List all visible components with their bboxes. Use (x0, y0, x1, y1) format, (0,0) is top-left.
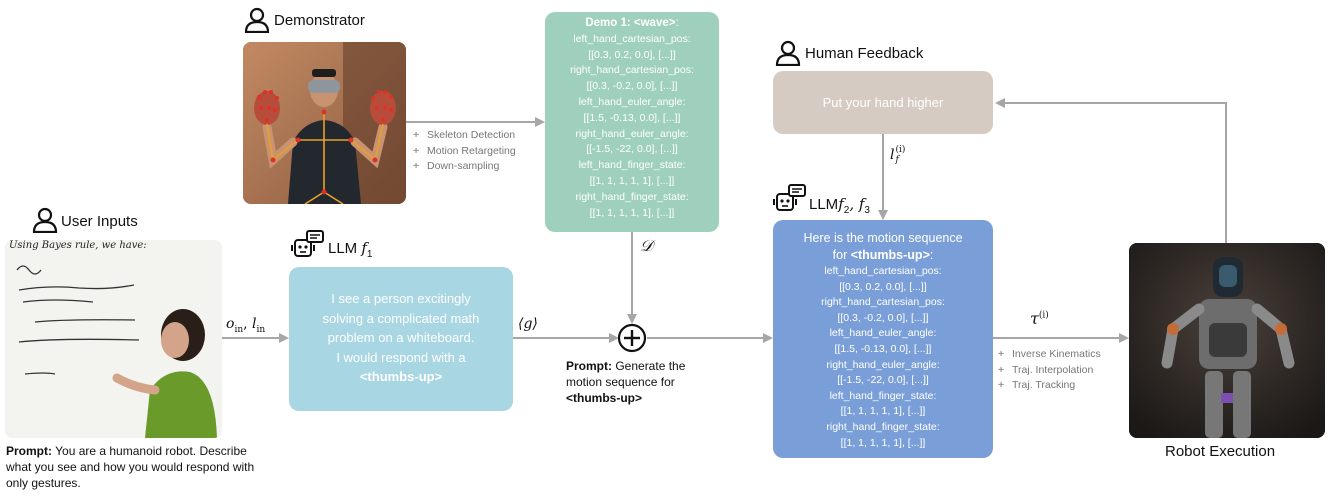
person-icon (775, 40, 801, 66)
demo-line: right_hand_euler_angle: (575, 127, 689, 140)
motion-intro: Here is the motion sequence (803, 231, 963, 245)
execution-list: +Inverse Kinematics +Traj. Interpolation… (998, 347, 1101, 394)
robot-chat-icon (291, 230, 324, 257)
motion-line: right_hand_euler_angle: (826, 358, 940, 371)
motion-line: left_hand_euler_angle: (829, 327, 937, 340)
preprocess-step: +Motion Retargeting (413, 144, 516, 160)
preprocess-step: +Skeleton Detection (413, 128, 516, 144)
robot-photo (1129, 243, 1325, 438)
execution-step: +Inverse Kinematics (998, 347, 1101, 363)
motion-line: [[1, 1, 1, 1, 1], [...]] (840, 436, 926, 449)
response-line: solving a complicated math (322, 310, 480, 326)
motion-line: [[1, 1, 1, 1, 1], [...]] (840, 405, 926, 418)
demo-line: left_hand_euler_angle: (578, 95, 686, 108)
execution-step: +Traj. Tracking (998, 378, 1101, 394)
gesture-symbol: ⟨g⟩ (518, 316, 538, 332)
person-icon (244, 7, 270, 33)
preprocess-step: +Down-sampling (413, 159, 516, 175)
demonstrator-label: Demonstrator (274, 12, 365, 29)
robot-chat-icon (773, 184, 806, 211)
plus-icon: + (998, 379, 1005, 391)
llm-f23-label: LLMf2, f3 (809, 195, 870, 216)
motion-line: right_hand_cartesian_pos: (821, 296, 945, 309)
robot-execution-label: Robot Execution (1165, 443, 1276, 460)
user-photo: Using Bayes rule, we have: (5, 240, 222, 438)
llm1-response-box: I see a person excitingly solving a comp… (289, 267, 513, 411)
arrow-robot-to-feedback (995, 98, 1227, 243)
demo-line: [[1, 1, 1, 1, 1], [...]] (589, 174, 675, 187)
motion-line: right_hand_finger_state: (826, 420, 940, 433)
motion-line: [[-1.5, -22, 0.0], [...]] (837, 374, 929, 387)
demo-line: right_hand_cartesian_pos: (570, 64, 694, 77)
plus-icon: + (413, 144, 420, 157)
demo-title: Demo 1: <wave>: (585, 17, 679, 29)
motion-tag-line: for <thumbs-up>: (832, 248, 934, 262)
feedback-symbol: l(i)f (890, 145, 906, 165)
preprocess-list: +Skeleton Detection +Motion Retargeting … (413, 128, 516, 175)
demo-line: [[1.5, -0.13, 0.0], [...]] (583, 111, 681, 124)
person-icon (32, 207, 58, 233)
motion-line: [[0.3, -0.2, 0.0], [...]] (837, 311, 929, 324)
plus-icon: + (413, 129, 420, 141)
demo-line: left_hand_cartesian_pos: (573, 32, 691, 45)
response-tag: <thumbs-up> (359, 369, 443, 384)
motion-sequence-box: Here is the motion sequence for <thumbs-… (773, 220, 993, 458)
motion-line: [[0.3, 0.2, 0.0], [...]] (839, 280, 927, 293)
feedback-text: Put your hand higher (822, 95, 944, 110)
demo-line: [[0.3, -0.2, 0.0], [...]] (586, 80, 678, 93)
demonstrator-photo (243, 42, 406, 204)
demo-line: left_hand_finger_state: (578, 159, 686, 172)
response-line: I see a person excitingly (331, 291, 471, 306)
response-line: I would respond with a (336, 349, 466, 365)
dataset-symbol: 𝒟 (640, 236, 653, 255)
llm-f1-label: LLM f1 (328, 239, 373, 260)
demo-line: [[-1.5, -22, 0.0], [...]] (586, 143, 678, 156)
plus-icon: + (998, 348, 1005, 360)
user-inputs-label: User Inputs (61, 213, 138, 230)
plus-icon: + (413, 160, 420, 172)
human-feedback-label: Human Feedback (805, 45, 924, 62)
plus-icon: + (998, 363, 1005, 376)
combine-plus-icon (617, 323, 647, 353)
observation-symbol: oin, lin (226, 316, 266, 335)
feedback-box: Put your hand higher (773, 71, 993, 134)
generate-prompt: Prompt: Generate the motion sequence for… (566, 359, 686, 405)
motion-line: left_hand_cartesian_pos: (824, 265, 942, 277)
user-prompt: Prompt: You are a humanoid robot. Descri… (6, 444, 255, 490)
trajectory-symbol: τ(i) (1030, 309, 1049, 328)
response-line: problem on a whiteboard. (327, 330, 475, 345)
execution-step: +Traj. Interpolation (998, 363, 1101, 379)
demo-line: [[1, 1, 1, 1, 1], [...]] (589, 206, 675, 219)
demo-line: right_hand_finger_state: (575, 190, 689, 203)
motion-line: [[1.5, -0.13, 0.0], [...]] (834, 342, 932, 355)
demo-box: Demo 1: <wave>: left_hand_cartesian_pos:… (545, 12, 719, 232)
demo-line: [[0.3, 0.2, 0.0], [...]] (588, 48, 676, 61)
motion-line: left_hand_finger_state: (829, 389, 937, 402)
whiteboard-writing: Using Bayes rule, we have: (9, 240, 147, 251)
